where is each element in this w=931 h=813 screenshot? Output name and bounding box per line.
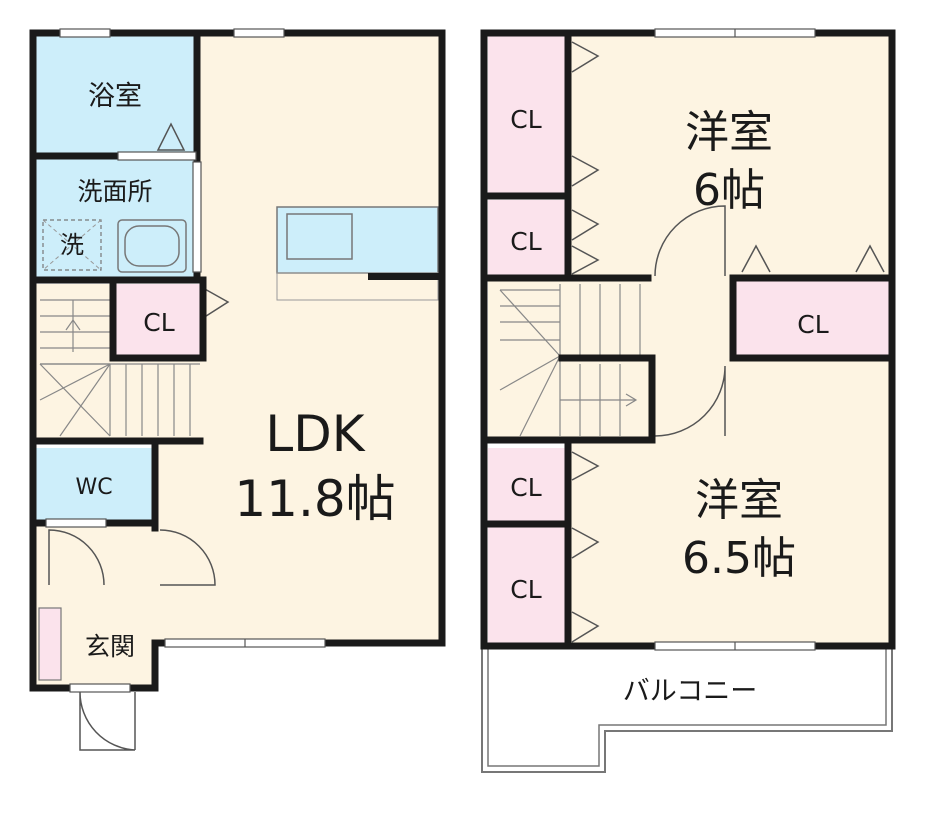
- entrance-door-swing: [48, 529, 105, 586]
- wash-basin: [117, 219, 187, 273]
- entrance-label: 玄関: [85, 632, 135, 661]
- shoe-cabinet: [38, 607, 62, 681]
- bath-label: 浴室: [88, 81, 142, 112]
- upper-closet-1-label: CL: [510, 105, 541, 134]
- upper-floor: CL CL CL CL CL 洋室 6帖 洋室 6.5帖 バルコニー: [480, 28, 896, 773]
- north-bedroom-door-swing: [654, 205, 726, 277]
- bedroom-north-size-label: 6帖: [693, 165, 765, 216]
- bedroom-north-name-label: 洋室: [685, 107, 773, 158]
- ground-stairs: [39, 299, 200, 437]
- upper-closet-2-label: CL: [510, 227, 541, 256]
- upper-stairs: [499, 284, 650, 437]
- ground-closet-label: CL: [143, 308, 174, 337]
- closet-floor: [116, 284, 203, 357]
- bedroom-south-size-label: 6.5帖: [682, 533, 796, 584]
- south-bedroom-door-swing: [654, 365, 726, 437]
- closet-1-floor: [488, 33, 568, 196]
- wc-floor: [33, 448, 153, 520]
- upper-closet-3-label: CL: [797, 310, 828, 339]
- washroom-label: 洗面所: [77, 177, 152, 206]
- balcony-floor: [481, 647, 893, 773]
- kitchen-sink: [286, 213, 353, 260]
- washer-label: 洗: [60, 231, 84, 259]
- upper-closet-5-label: CL: [510, 575, 541, 604]
- hall-door-swing: [159, 529, 216, 586]
- bath-floor: [33, 33, 197, 155]
- kitchen-backsplash: [276, 272, 439, 301]
- washer-pan: [42, 219, 102, 271]
- upper-closet-4-label: CL: [510, 473, 541, 502]
- ldk-floor: [200, 33, 442, 643]
- front-door-swing: [79, 691, 136, 751]
- closet-door-mark: [202, 287, 230, 319]
- bath-door-mark: [156, 122, 186, 151]
- closet-3-floor: [733, 281, 890, 358]
- washer-pan-diag2: [42, 219, 102, 271]
- ground-windows: [45, 28, 326, 693]
- hall-floor: [155, 441, 205, 643]
- ground-floor: 浴室 洗面所 洗 CL WC LDK 11.8帖 玄関: [29, 28, 446, 751]
- wc-label: WC: [75, 475, 112, 500]
- bedroom-south-name-label: 洋室: [695, 475, 783, 526]
- bedroom-north-floor: [568, 33, 890, 276]
- ldk-size-label: 11.8帖: [234, 470, 395, 528]
- balcony-label: バルコニー: [623, 676, 757, 707]
- wash-basin-bowl: [124, 225, 180, 267]
- kitchen-wall-stub: [368, 273, 440, 280]
- closet-5-floor: [488, 527, 568, 643]
- upper-windows: [654, 28, 816, 651]
- closet-4-floor: [488, 448, 568, 523]
- closet-2-floor: [488, 200, 568, 276]
- ldk-name-label: LDK: [265, 405, 365, 463]
